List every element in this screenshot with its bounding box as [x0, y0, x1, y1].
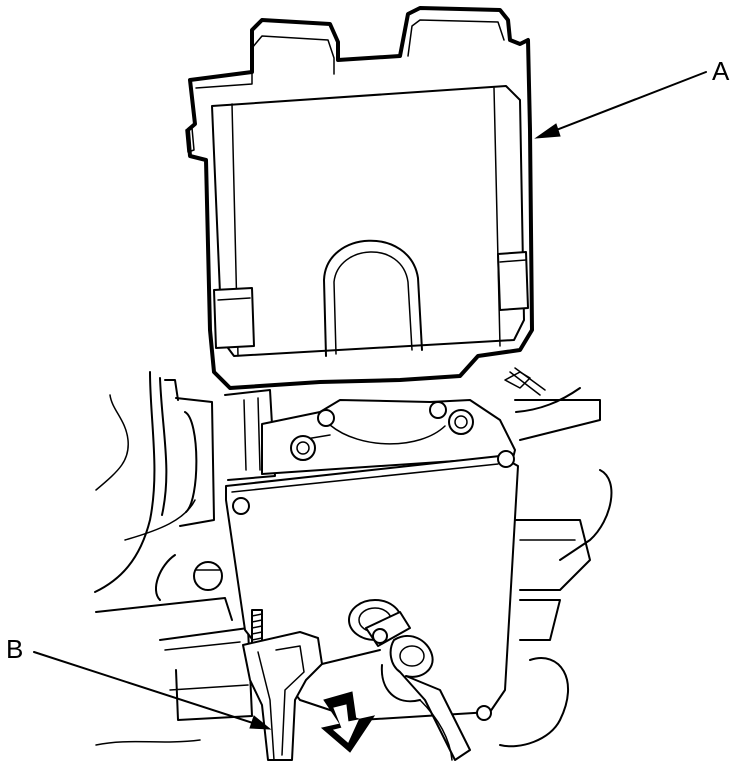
plate-bolt-top-left [232, 497, 250, 515]
ground-terminal [348, 599, 471, 761]
leader-b [33, 651, 272, 730]
ecm-bracket [261, 399, 516, 475]
direction-arrow [320, 691, 376, 753]
grommet-left [193, 561, 223, 591]
bracket-b [242, 631, 381, 761]
callout-b: B [6, 634, 24, 664]
ecm-unit [185, 6, 534, 390]
engine-bay-background [94, 371, 276, 746]
leader-a [534, 71, 707, 139]
plate-bolt-bottom-right [476, 705, 492, 721]
right-background-structure [499, 367, 613, 748]
callout-a: A [712, 56, 730, 86]
plate-bolt-top-right [497, 450, 515, 468]
